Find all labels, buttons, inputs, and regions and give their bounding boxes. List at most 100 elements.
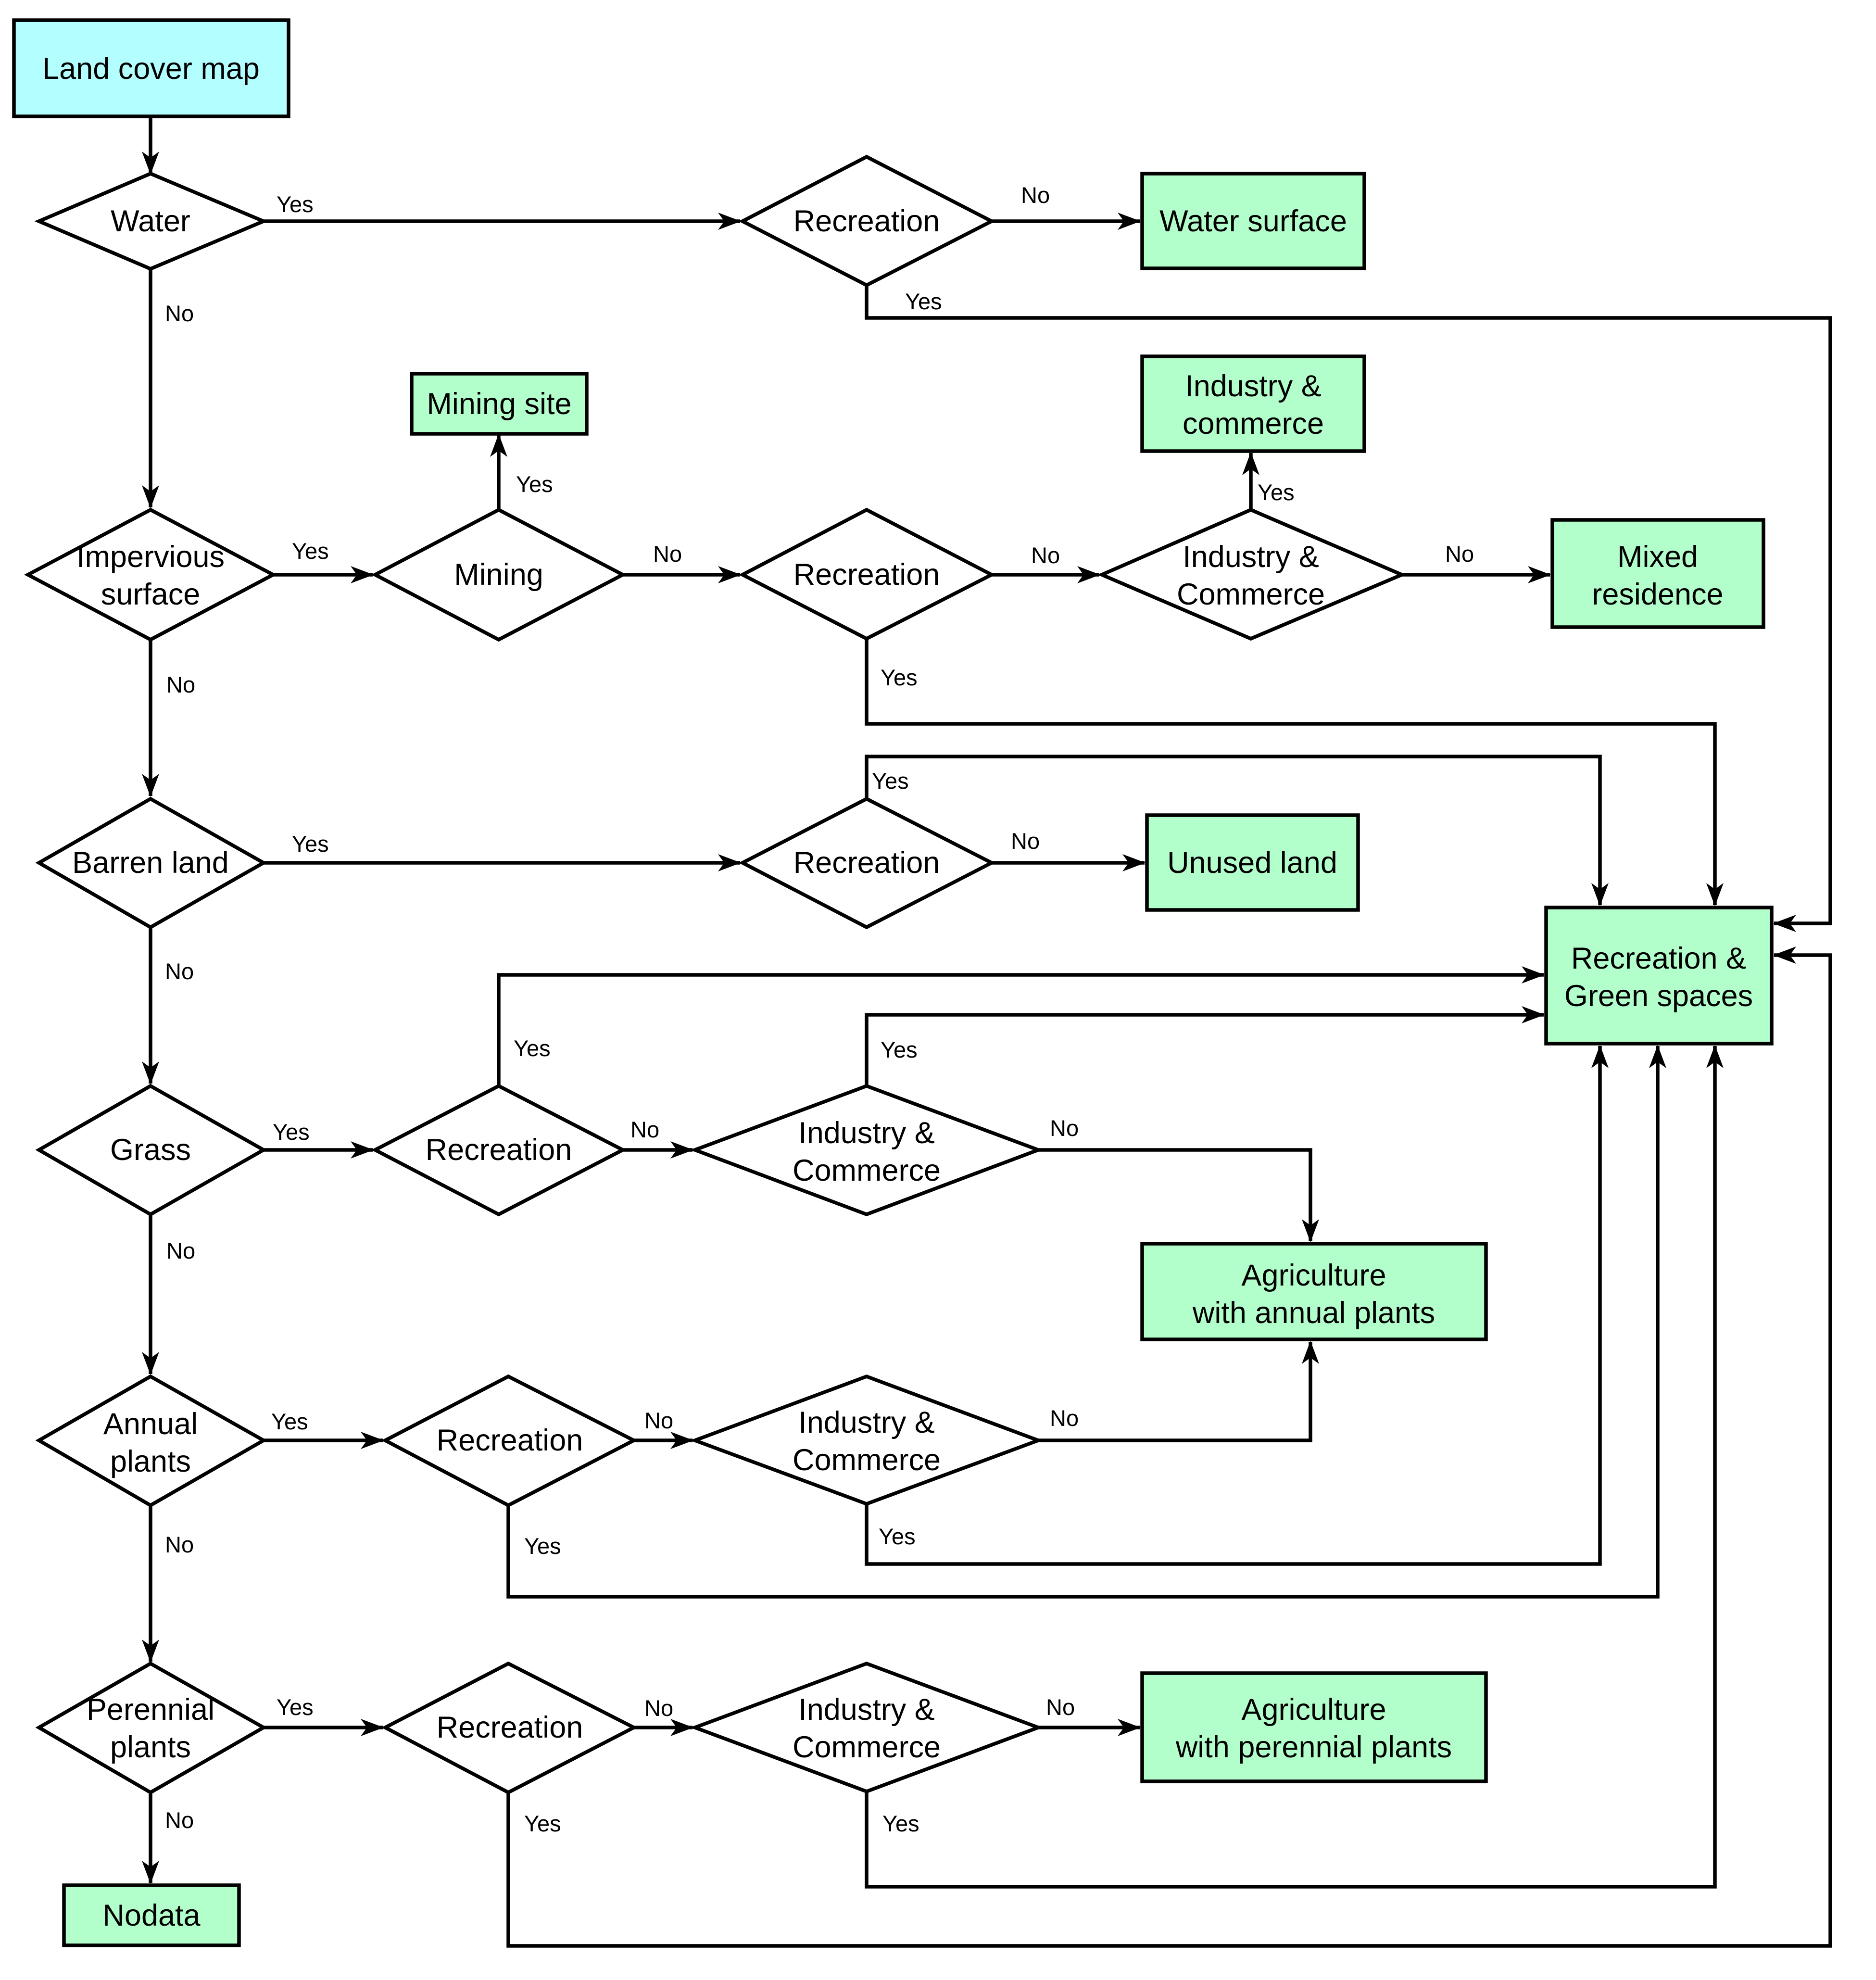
edge-rec-annual-yes: [506, 1045, 1666, 1599]
outcome-agriculture-annual: [1140, 1242, 1488, 1341]
decision-water: [34, 171, 268, 271]
start-label: Land cover map: [42, 52, 260, 86]
label-perennial-no: No: [165, 1807, 194, 1833]
label-annual-no: No: [165, 1532, 194, 1557]
edge-labels: Yes No No Yes Yes Yes No No Yes No Yes N…: [165, 182, 1474, 1836]
decision-mining-label: Mining: [454, 558, 543, 592]
decision-industry-commerce-impervious-label: Industry &Commerce: [1177, 540, 1325, 611]
decision-industry-commerce-perennial: [690, 1661, 1044, 1794]
decision-recreation-water-label: Recreation: [793, 204, 940, 238]
label-impervious-no: No: [166, 672, 195, 697]
edge-ic-annual-no: [1038, 1341, 1319, 1442]
label-ic-grass-yes: Yes: [881, 1037, 918, 1062]
label-ic-impervious-yes: Yes: [1258, 479, 1295, 505]
decision-barren-land-label: Barren land: [72, 846, 229, 880]
edge-rec-grass-yes: [497, 966, 1545, 1086]
label-rec-impervious-yes: Yes: [881, 665, 918, 690]
label-water-no: No: [165, 301, 194, 326]
label-rec-grass-yes: Yes: [514, 1035, 551, 1061]
label-ic-perennial-no: No: [1046, 1694, 1075, 1720]
start-node: [12, 18, 290, 118]
label-ic-impervious-no: No: [1445, 541, 1474, 567]
decision-recreation-barren-label: Recreation: [793, 846, 940, 880]
decision-recreation-grass-label: Recreation: [426, 1133, 572, 1167]
label-rec-perennial-yes: Yes: [524, 1811, 561, 1836]
outcome-recreation-green-spaces-label: Recreation &Green spaces: [1564, 942, 1753, 1013]
decision-recreation-annual: [381, 1374, 638, 1508]
label-rec-barren-yes: Yes: [872, 768, 909, 794]
decision-industry-commerce-perennial-label: Industry &Commerce: [793, 1693, 941, 1764]
outcome-mining-site-label: Mining site: [427, 387, 571, 421]
edges: [142, 116, 1832, 1948]
label-barren-yes: Yes: [292, 831, 329, 857]
label-perennial-yes: Yes: [277, 1694, 314, 1720]
decision-impervious-surface: [24, 507, 277, 642]
label-rec-grass-no: No: [630, 1117, 659, 1142]
decision-industry-commerce-impervious: [1097, 507, 1407, 641]
edge-ic-grass-no: [1038, 1148, 1319, 1242]
decision-mining: [371, 507, 627, 642]
decision-water-label: Water: [111, 204, 190, 238]
label-rec-perennial-no: No: [644, 1695, 673, 1721]
decision-recreation-impervious-label: Recreation: [793, 558, 940, 592]
label-ic-grass-no: No: [1050, 1115, 1079, 1141]
decision-recreation-impervious: [738, 507, 996, 641]
label-rec-barren-no: No: [1011, 828, 1040, 854]
label-rec-water-yes: Yes: [905, 289, 942, 314]
label-ic-annual-no: No: [1050, 1405, 1079, 1431]
label-rec-water-no: No: [1021, 182, 1050, 208]
outcome-water-surface: [1140, 172, 1366, 270]
decision-industry-commerce-annual-label: Industry &Commerce: [793, 1406, 941, 1477]
outcome-nodata-label: Nodata: [102, 1899, 201, 1932]
outcome-mining-site: [410, 372, 589, 436]
label-mining-no: No: [653, 541, 682, 567]
edge-ic-perennial-yes: [865, 1045, 1724, 1889]
decision-industry-commerce-grass: [690, 1084, 1044, 1217]
decision-grass-label: Grass: [110, 1133, 191, 1167]
decision-recreation-grass: [371, 1084, 627, 1217]
edge-rec-water-yes: [865, 285, 1832, 932]
decision-barren-land: [35, 796, 267, 930]
edge-rec-barren-yes: [865, 755, 1609, 906]
outcome-recreation-green-spaces: [1544, 906, 1774, 1046]
label-water-yes: Yes: [277, 191, 314, 217]
outcome-unused-land-label: Unused land: [1167, 846, 1337, 880]
label-mining-yes: Yes: [516, 471, 553, 497]
decision-recreation-perennial-label: Recreation: [437, 1711, 583, 1744]
edge-rec-impervious-yes: [865, 639, 1724, 906]
label-grass-yes: Yes: [273, 1119, 310, 1145]
label-ic-perennial-yes: Yes: [882, 1811, 919, 1836]
outcome-unused-land: [1145, 813, 1360, 912]
edge-rec-perennial-yes: [506, 946, 1832, 1948]
decision-perennial-plants: [35, 1661, 267, 1795]
outcome-nodata: [62, 1883, 241, 1947]
label-rec-annual-no: No: [644, 1408, 673, 1433]
label-annual-yes: Yes: [271, 1409, 308, 1434]
label-rec-annual-yes: Yes: [524, 1533, 561, 1559]
outcome-mixed-residence: [1550, 518, 1765, 629]
label-grass-no: No: [166, 1238, 195, 1263]
label-barren-no: No: [165, 958, 194, 984]
outcome-agriculture-perennial: [1140, 1671, 1488, 1783]
label-impervious-yes: Yes: [292, 538, 329, 564]
decision-annual-plants: [35, 1374, 267, 1508]
outcome-industry-commerce-label: Industry &commerce: [1183, 369, 1324, 441]
decision-recreation-perennial: [381, 1661, 638, 1795]
decision-recreation-annual-label: Recreation: [437, 1424, 583, 1457]
decision-recreation-barren: [738, 796, 996, 930]
label-ic-annual-yes: Yes: [879, 1524, 916, 1549]
outcome-industry-commerce: [1140, 354, 1366, 453]
decision-recreation-water: [738, 154, 996, 288]
decision-industry-commerce-annual: [690, 1374, 1044, 1506]
decision-grass: [35, 1084, 267, 1217]
decision-industry-commerce-grass-label: Industry &Commerce: [793, 1116, 941, 1187]
outcome-water-surface-label: Water surface: [1159, 204, 1347, 238]
